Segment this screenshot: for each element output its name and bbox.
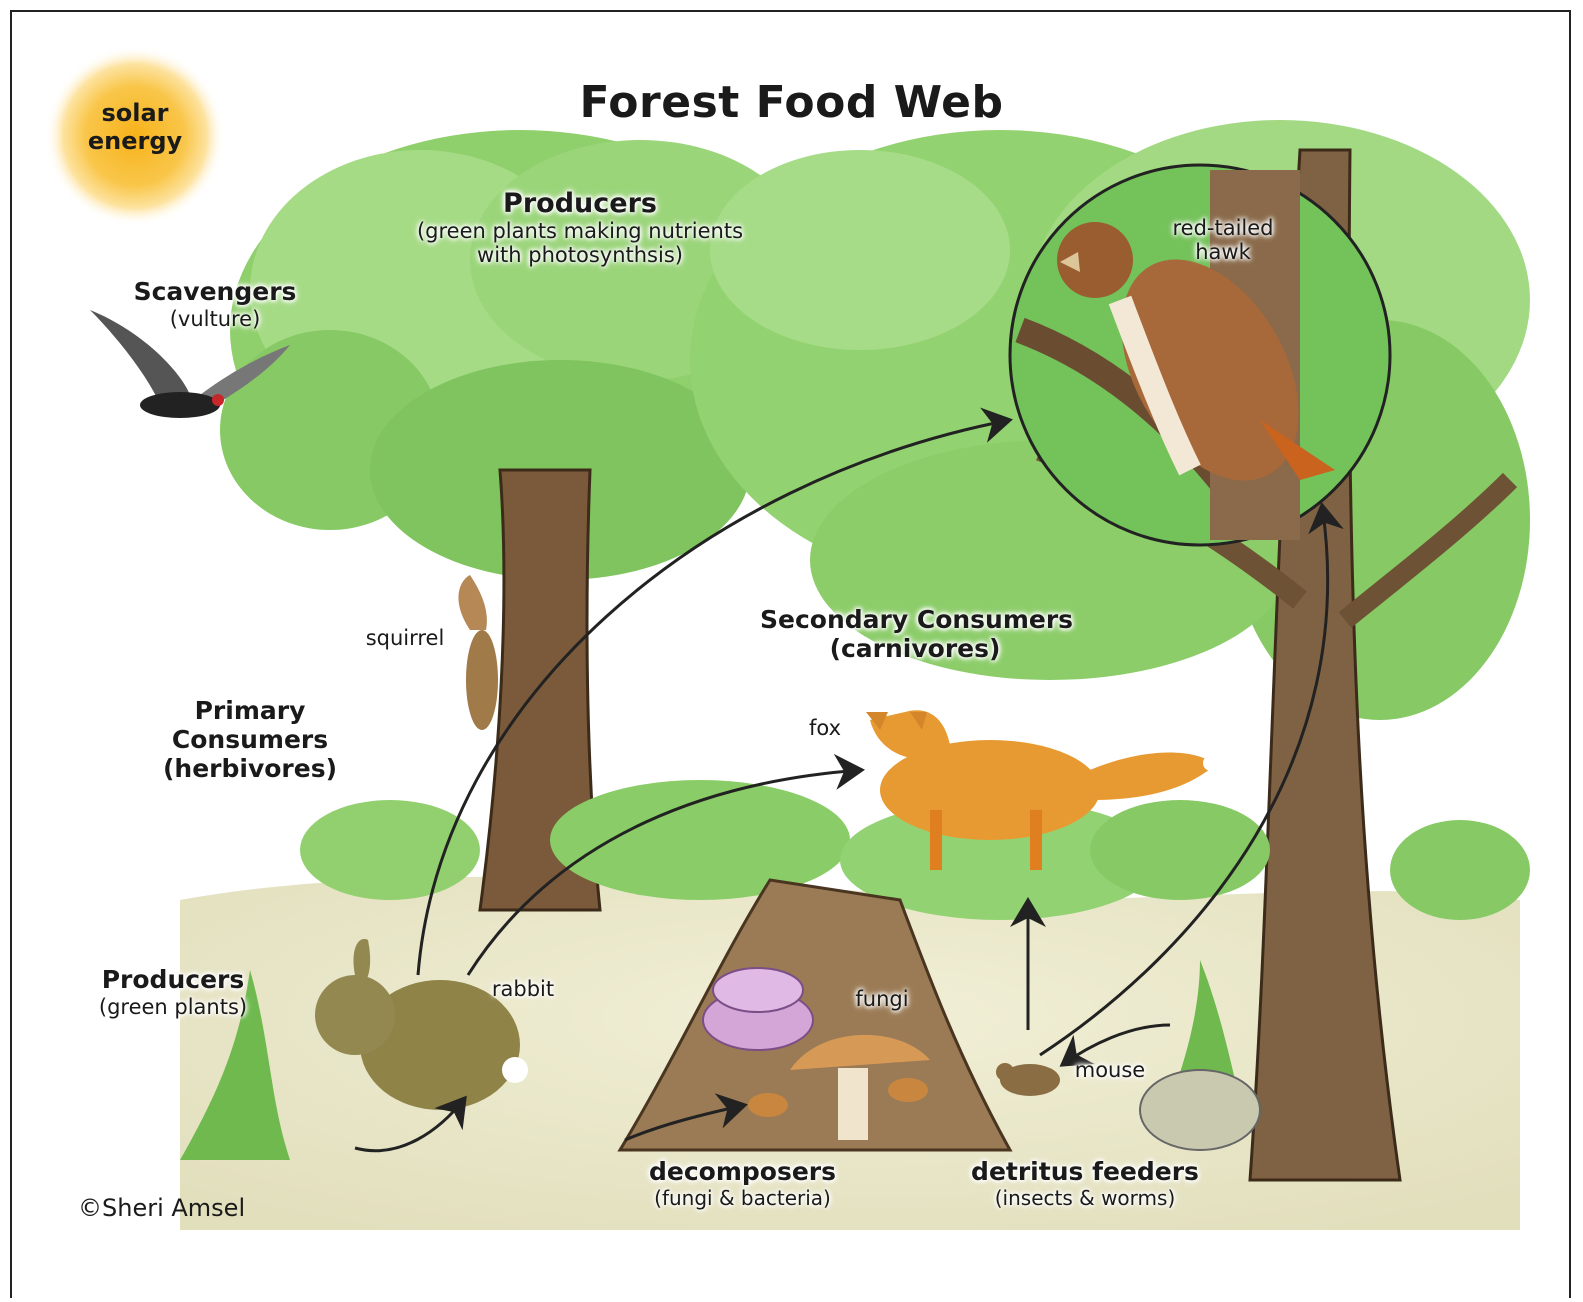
primary-consumers-line1: Primary [160, 697, 340, 726]
sun-label-line1: solar [83, 100, 187, 128]
page-title: Forest Food Web [0, 78, 1583, 129]
detritus-feeders-title: detritus feeders [960, 1158, 1210, 1187]
producers-bottom-title: Producers [78, 966, 268, 995]
sun-label: solar energy [83, 100, 187, 155]
scavengers-title: Scavengers [120, 278, 310, 307]
decomposers-sub: (fungi & bacteria) [630, 1187, 855, 1210]
decomposers-title: decomposers [630, 1158, 855, 1187]
producers-top-label: Producers (green plants making nutrients… [380, 188, 780, 267]
rock [1140, 1070, 1260, 1150]
producers-bottom-sub: (green plants) [78, 995, 268, 1019]
secondary-consumers-title: Secondary Consumers [760, 606, 1070, 635]
primary-consumers-line2: Consumers [160, 726, 340, 755]
hawk-label-line2: hawk [1148, 240, 1298, 264]
secondary-consumers-label: Secondary Consumers (carnivores) [760, 606, 1070, 664]
primary-consumers-label: Primary Consumers (herbivores) [160, 697, 340, 783]
squirrel-icon [458, 575, 498, 730]
scavengers-sub: (vulture) [120, 307, 310, 331]
hawk-label: red-tailed hawk [1148, 216, 1298, 264]
fungi-label: fungi [847, 987, 917, 1011]
fox-label: fox [800, 716, 850, 740]
squirrel-label: squirrel [355, 626, 455, 650]
detritus-feeders-sub: (insects & worms) [960, 1187, 1210, 1210]
secondary-consumers-sub: (carnivores) [760, 635, 1070, 664]
producers-top-line2: with photosynthsis) [380, 243, 780, 267]
mouse-label: mouse [1070, 1058, 1150, 1082]
scavengers-label: Scavengers (vulture) [120, 278, 310, 331]
sun-label-line2: energy [83, 128, 187, 156]
producers-bottom-label: Producers (green plants) [78, 966, 268, 1019]
decomposers-label: decomposers (fungi & bacteria) [630, 1158, 855, 1210]
producers-top-title: Producers [380, 188, 780, 219]
rabbit-label: rabbit [483, 977, 563, 1001]
hawk-label-line1: red-tailed [1148, 216, 1298, 240]
producers-top-line1: (green plants making nutrients [380, 219, 780, 243]
copyright-label: ©Sheri Amsel [78, 1195, 278, 1223]
primary-consumers-line3: (herbivores) [160, 755, 340, 784]
detritus-feeders-label: detritus feeders (insects & worms) [960, 1158, 1210, 1210]
